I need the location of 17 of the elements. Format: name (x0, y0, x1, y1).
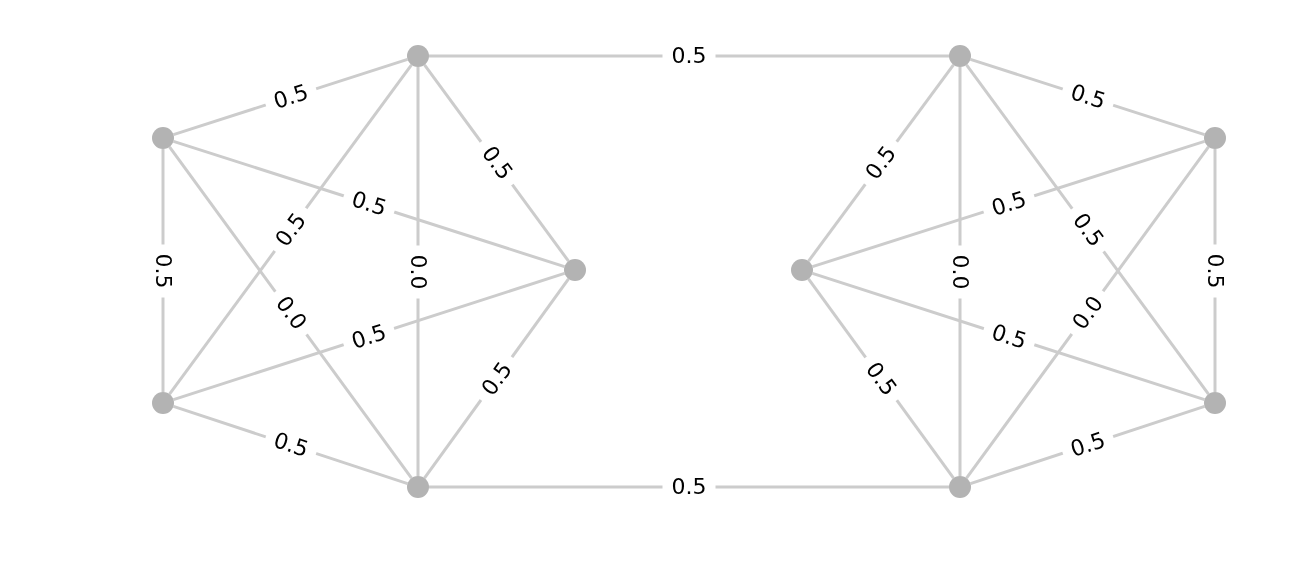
edge-line (965, 146, 1210, 479)
graph-node (1204, 392, 1226, 414)
graph-node (407, 45, 429, 67)
graph-node (949, 476, 971, 498)
graph-node (949, 45, 971, 67)
graph-node (1204, 127, 1226, 149)
edge-line (429, 485, 949, 489)
edge-line (173, 139, 565, 269)
graph-node (152, 392, 174, 414)
graph-node (564, 259, 586, 281)
edge-line (168, 146, 413, 479)
edge-line (429, 54, 949, 58)
graph-node (407, 476, 429, 498)
edge-line (168, 63, 413, 396)
edge-line (812, 139, 1205, 269)
graph-node (791, 259, 813, 281)
graph-node (152, 127, 174, 149)
